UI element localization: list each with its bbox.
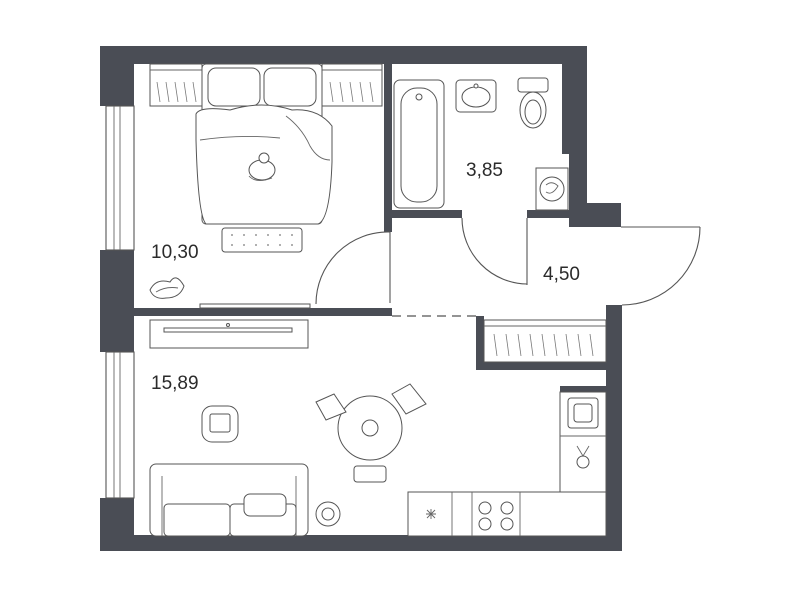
outer-walls bbox=[100, 46, 622, 551]
cooktop bbox=[478, 501, 514, 531]
bathroom-fixtures bbox=[393, 77, 569, 211]
living-furniture bbox=[149, 319, 607, 537]
bedroom-furniture bbox=[149, 63, 383, 309]
cat-icon bbox=[248, 152, 276, 181]
hallway-closet bbox=[483, 319, 607, 363]
area-bathroom: 3,85 bbox=[466, 160, 503, 181]
area-hallway: 4,50 bbox=[543, 264, 580, 285]
plant-icon bbox=[149, 277, 185, 299]
doors bbox=[315, 217, 701, 317]
interior-walls bbox=[134, 64, 608, 392]
area-living-kitchen: 15,89 bbox=[151, 373, 199, 394]
dining-table bbox=[315, 383, 427, 483]
area-bedroom: 10,30 bbox=[151, 242, 199, 263]
windows bbox=[105, 105, 135, 499]
